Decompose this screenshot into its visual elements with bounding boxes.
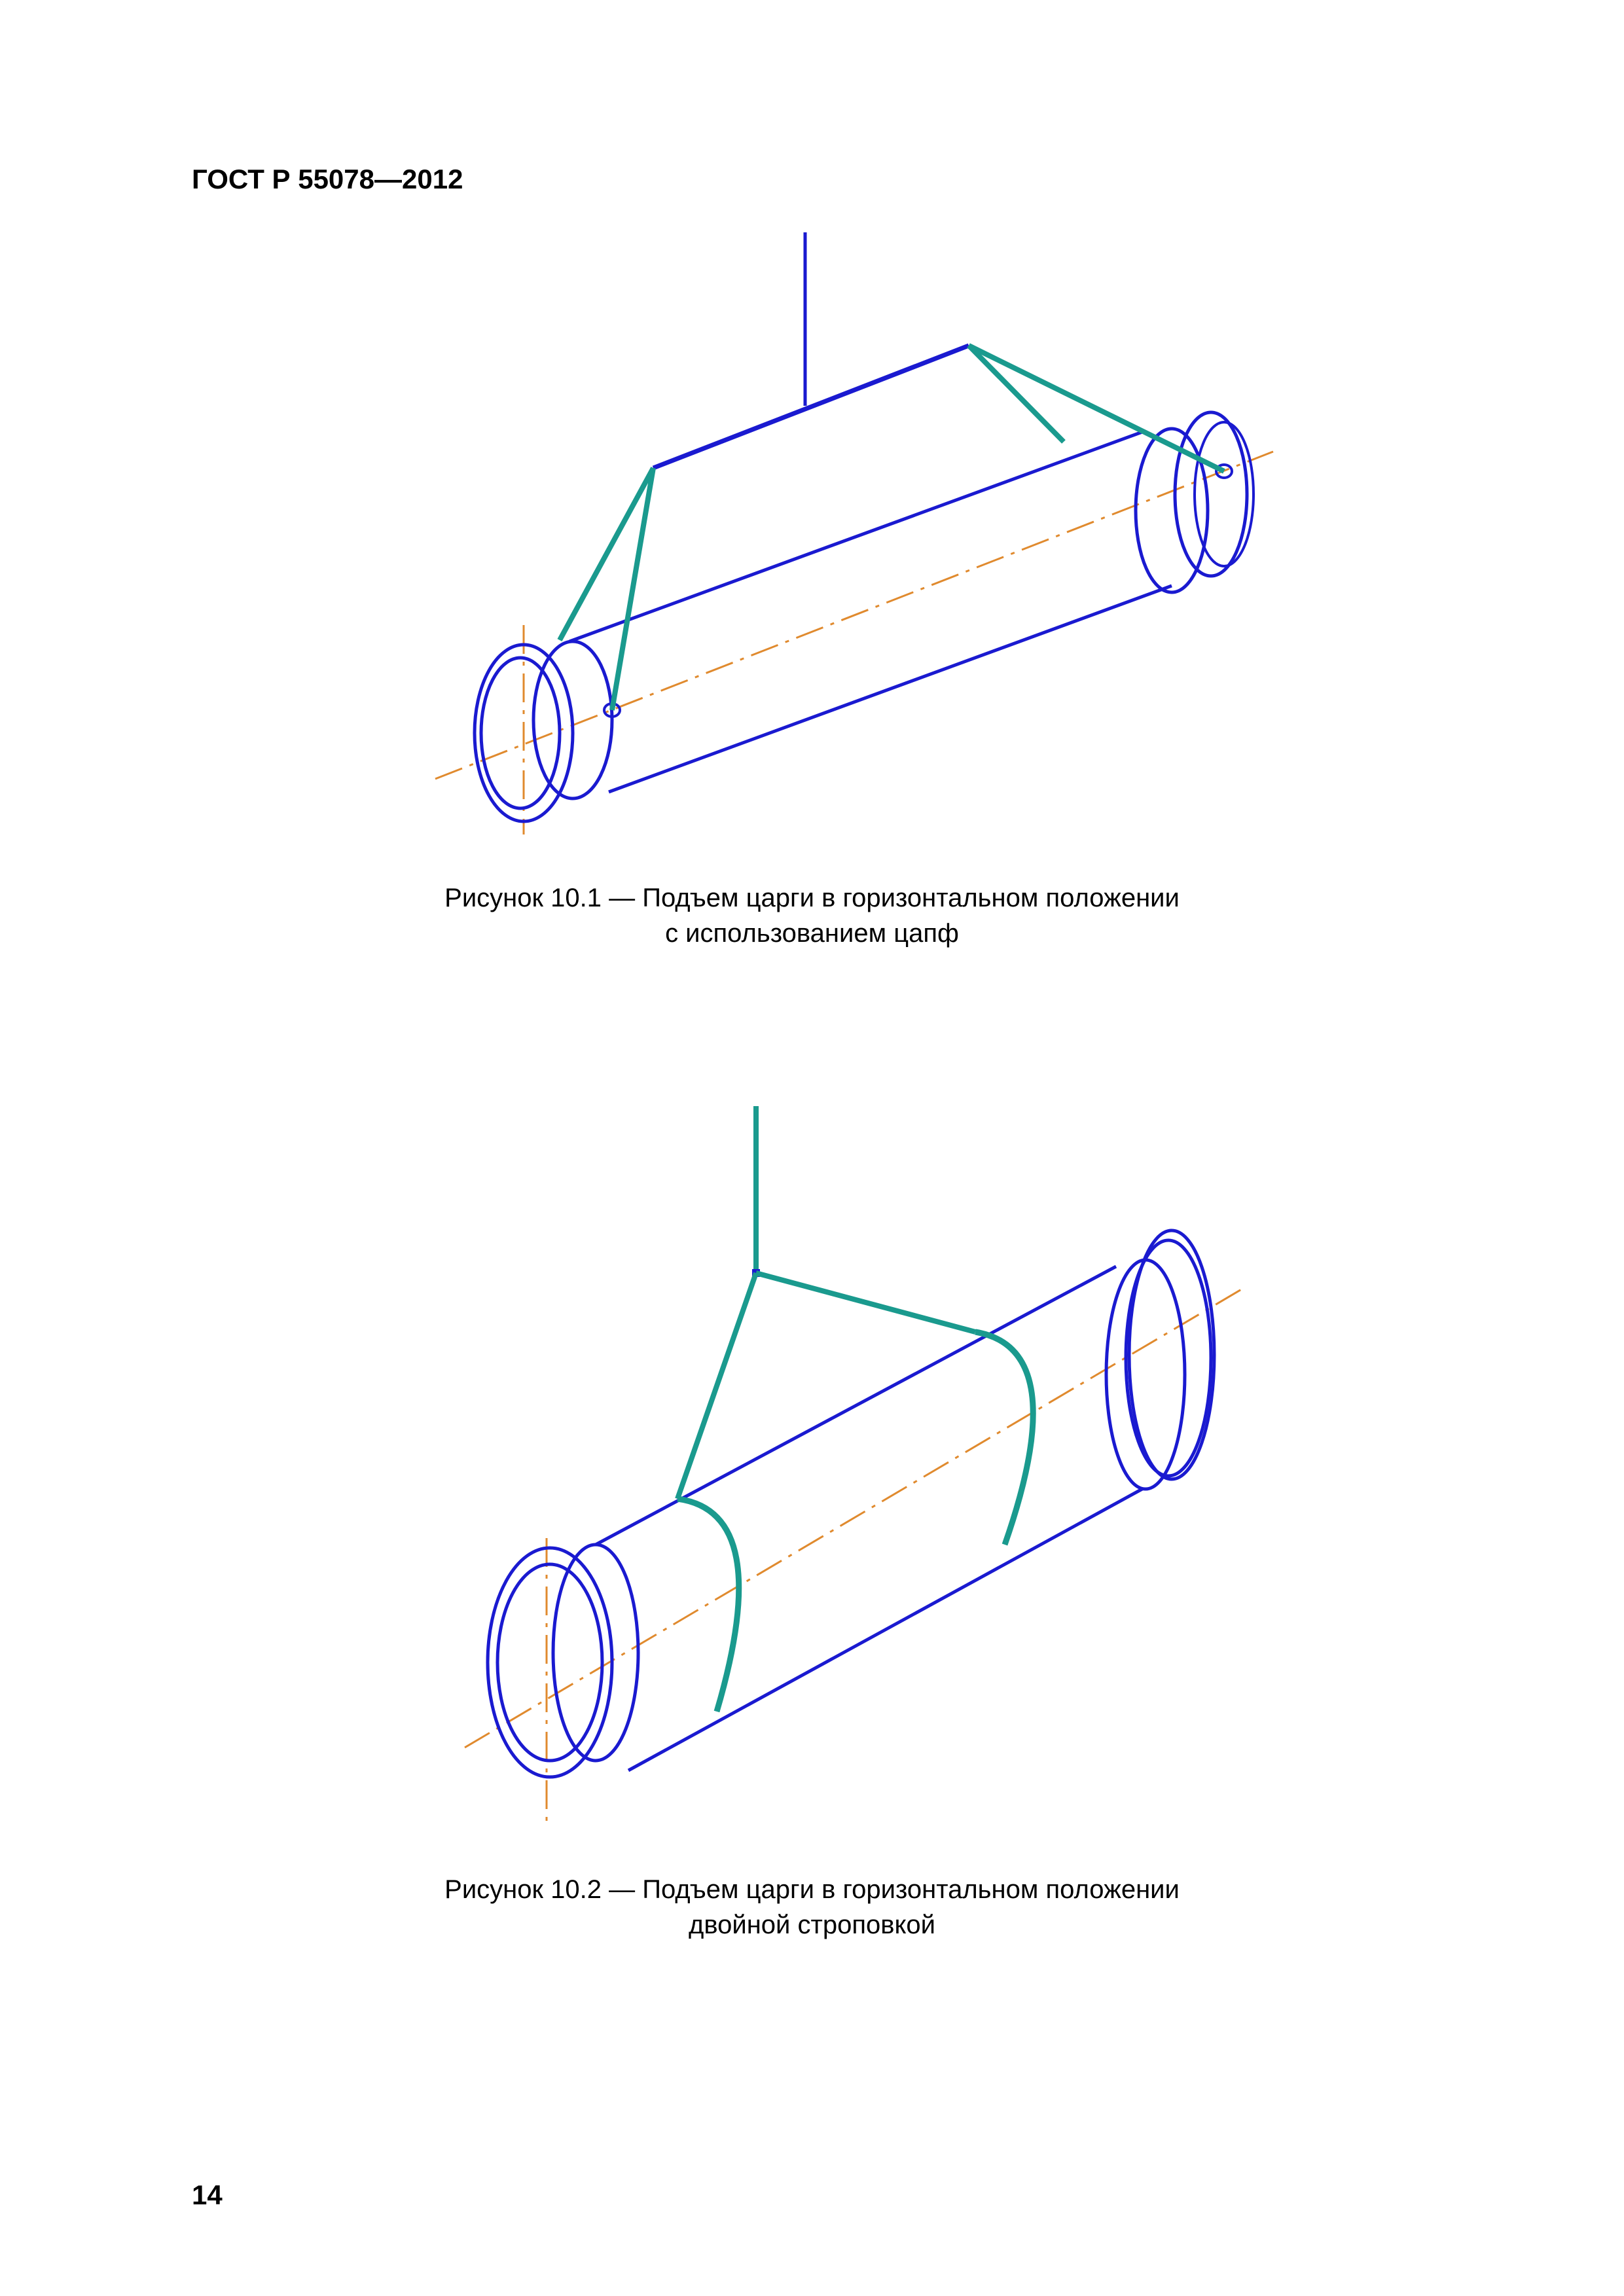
- pipe-lift-double-sling-drawing: [464, 1106, 1248, 1826]
- spreader-beam: [652, 343, 970, 471]
- pipe-bottom-edge: [627, 1487, 1144, 1772]
- sling-right-front: [967, 344, 1066, 444]
- right-trunnion: [1215, 463, 1233, 479]
- right-flange-face: [1193, 421, 1255, 567]
- centerline-axis: [435, 450, 1274, 780]
- left-flange-back: [532, 639, 614, 800]
- sling-right-back: [967, 343, 1225, 474]
- caption-line-2: двойной строповкой: [688, 1910, 936, 1939]
- sling-wrap-left: [677, 1496, 742, 1713]
- centerline-axis: [464, 1285, 1248, 1749]
- sling-left-back: [609, 467, 656, 711]
- left-flange-back: [551, 1543, 640, 1763]
- figure-10-2-caption: Рисунок 10.2 — Подъем царги в горизонтал…: [0, 1872, 1624, 1943]
- pipe-top-edge: [594, 1265, 1117, 1547]
- page-number: 14: [192, 2179, 223, 2210]
- pipe-lift-trunnions-drawing: [435, 232, 1274, 834]
- right-pipe-end: [1134, 427, 1210, 594]
- figure-10-1-caption: Рисунок 10.1 — Подъем царги в горизонтал…: [0, 880, 1624, 951]
- caption-line-1: Рисунок 10.1 — Подъем царги в горизонтал…: [444, 884, 1180, 912]
- figure-10-2: [0, 1086, 1624, 1905]
- left-flange-outer: [473, 643, 575, 823]
- right-flange-inner: [1124, 1238, 1213, 1478]
- caption-line-1: Рисунок 10.2 — Подъем царги в горизонтал…: [444, 1875, 1180, 1904]
- sling-left: [675, 1272, 759, 1500]
- right-flange-outer: [1173, 410, 1249, 578]
- left-flange-outer: [486, 1546, 614, 1779]
- pipe-top-edge: [569, 430, 1143, 643]
- pipe-bottom-edge: [608, 584, 1172, 794]
- right-flange-outer: [1127, 1229, 1216, 1481]
- left-flange-inner: [496, 1562, 604, 1763]
- caption-line-2: с использованием цапф: [665, 919, 959, 948]
- sling-left-front: [557, 467, 656, 641]
- left-flange-inner: [479, 656, 562, 810]
- figure-10-1: [0, 216, 1624, 870]
- sling-right: [755, 1270, 977, 1335]
- sling-wrap-right: [975, 1329, 1036, 1546]
- document-code: ГОСТ Р 55078—2012: [192, 164, 463, 194]
